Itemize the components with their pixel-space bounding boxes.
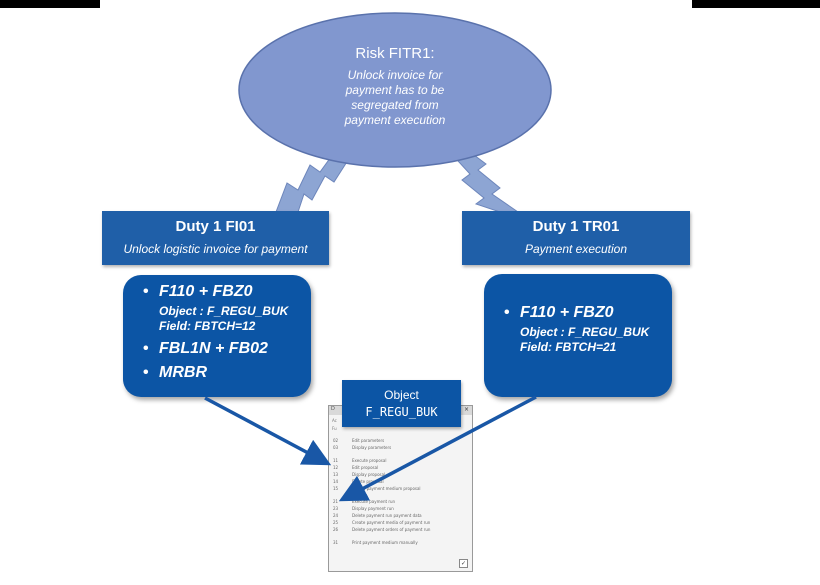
fi01-item3-label: MRBR <box>159 364 207 381</box>
duty-tr01-subtitle: Payment execution <box>524 242 628 256</box>
tr01-field-line: Field: FBTCH=21 <box>520 340 617 354</box>
screenshot-row-text: Create payment medium proposal <box>352 486 421 491</box>
tr01-transactions-box: F110 + FBZ0 Object : F_REGU_BUK Field: F… <box>484 274 672 397</box>
checkmark-icon: ✓ <box>459 559 468 568</box>
screenshot-row-code: 15 <box>333 486 339 491</box>
screenshot-row-text: Edit proposal <box>352 465 379 470</box>
duty-fi01-subtitle: Unlock logistic invoice for payment <box>123 242 308 256</box>
screenshot-row-code: 24 <box>333 513 339 518</box>
object-label-line1: Object <box>384 388 419 402</box>
screenshot-row: 15 Create payment medium proposal <box>333 486 421 491</box>
screenshot-row-code: 25 <box>333 520 339 525</box>
screenshot-row-text: Display proposal <box>352 472 386 477</box>
screenshot-row: 23 Display payment run <box>333 506 394 511</box>
screenshot-row-text: Edit parameters <box>352 438 385 443</box>
screenshot-row-text: Display payment run <box>352 506 394 511</box>
screenshot-row: 13 Display proposal <box>333 472 385 477</box>
right-arrow <box>338 395 537 502</box>
screenshot-row-code: 11 <box>333 458 339 463</box>
tr01-item1-label: F110 + FBZ0 <box>520 304 614 321</box>
screenshot-header: Ac <box>332 418 337 423</box>
duty-tr01-title: Duty 1 TR01 <box>532 218 620 235</box>
screenshot-row-code: 13 <box>333 472 339 477</box>
screenshot-row: 21 Execute payment run <box>333 499 395 504</box>
duty-tr01-box: Duty 1 TR01 Payment execution <box>462 211 690 265</box>
risk-cloud <box>238 12 552 168</box>
screenshot-row-code: 21 <box>333 499 339 504</box>
screenshot-row-text: Print payment medium manually <box>352 540 418 545</box>
fi01-transaction-item: FBL1N + FB02 <box>143 340 301 358</box>
top-left-bar <box>0 0 100 8</box>
screenshot-row-text: Execute proposal <box>352 458 387 463</box>
screenshot-row-code: 03 <box>333 445 339 450</box>
screenshot-row: 31 Print payment medium manually <box>333 540 418 545</box>
screenshot-title: D <box>331 406 335 412</box>
fi01-transaction-item: F110 + FBZ0 <box>143 283 301 301</box>
fi01-transaction-item: MRBR <box>143 364 301 382</box>
screenshot-row: 02 Edit parameters <box>333 438 384 443</box>
fi01-item1-label: F110 + FBZ0 <box>159 283 253 300</box>
screenshot-row-text: Delete payment orders of payment run <box>352 527 431 532</box>
screenshot-row-code: 26 <box>333 527 339 532</box>
top-right-bar <box>692 0 820 8</box>
screenshot-row: 03 Display parameters <box>333 445 391 450</box>
close-icon: × <box>463 406 469 413</box>
screenshot-row-code: 02 <box>333 438 339 443</box>
risk-line: segregated from <box>351 98 439 112</box>
screenshot-row-text: Create payment media of payment run <box>352 520 431 525</box>
screenshot-row-code: 14 <box>333 479 339 484</box>
object-label-line2: F_REGU_BUK <box>365 405 438 419</box>
screenshot-row-text: Delete payment run payment data <box>352 513 422 518</box>
screenshot-row: 12 Edit proposal <box>333 465 378 470</box>
screenshot-row: 11 Execute proposal <box>333 458 386 463</box>
fi01-transactions-box: F110 + FBZ0 Object : F_REGU_BUK Field: F… <box>123 275 311 397</box>
risk-line: payment execution <box>344 113 446 127</box>
duty-fi01-title: Duty 1 FI01 <box>175 218 256 235</box>
screenshot-row: 24 Delete payment run payment data <box>333 513 422 518</box>
fi01-field-line: Field: FBTCH=12 <box>159 319 256 333</box>
duty-fi01-box: Duty 1 FI01 Unlock logistic invoice for … <box>102 211 329 265</box>
screenshot-row-code: 31 <box>333 540 339 545</box>
screenshot-row-text: Display parameters <box>352 445 392 450</box>
screenshot-header: Fu <box>332 426 337 431</box>
screenshot-row-code: 23 <box>333 506 339 511</box>
fi01-object-line: Object : F_REGU_BUK <box>159 304 289 318</box>
left-arrow <box>204 396 332 466</box>
screenshot-row: 25 Create payment media of payment run <box>333 520 430 525</box>
risk-line: payment has to be <box>345 83 445 97</box>
object-label-box: Object F_REGU_BUK <box>342 380 461 427</box>
tr01-transaction-item: F110 + FBZ0 <box>504 304 662 322</box>
risk-line: Unlock invoice for <box>347 68 443 82</box>
screenshot-row-code: 12 <box>333 465 339 470</box>
screenshot-row-text: Execute payment run <box>352 499 396 504</box>
fi01-item2-label: FBL1N + FB02 <box>159 340 268 357</box>
screenshot-row: 26 Delete payment orders of payment run <box>333 527 430 532</box>
risk-cloud-text: Risk FITR1: Unlock invoice for payment h… <box>300 45 490 128</box>
tr01-object-line: Object : F_REGU_BUK <box>520 325 650 339</box>
risk-title: Risk FITR1: <box>355 45 435 62</box>
